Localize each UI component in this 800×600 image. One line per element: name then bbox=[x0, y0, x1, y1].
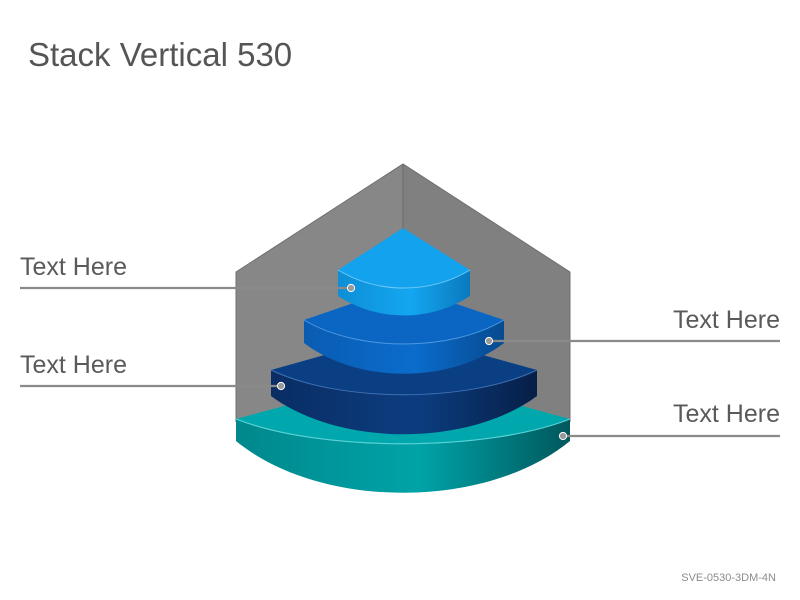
tier-4-edge bbox=[337, 269, 471, 289]
leader-dot-right-top bbox=[484, 336, 494, 346]
leader-dot-left-top bbox=[346, 283, 356, 293]
label-right-bottom[interactable]: Text Here bbox=[673, 400, 780, 428]
leader-dot-left-bottom bbox=[276, 381, 286, 391]
label-left-bottom[interactable]: Text Here bbox=[20, 351, 127, 379]
tier-1-side bbox=[236, 419, 570, 493]
tier-1-edge bbox=[235, 418, 571, 445]
tier-2-side bbox=[271, 370, 537, 435]
tier-3-side bbox=[304, 320, 504, 374]
page-title: Stack Vertical 530 bbox=[28, 36, 293, 73]
tier-2-edge bbox=[270, 369, 538, 396]
label-right-top[interactable]: Text Here bbox=[673, 306, 780, 334]
tier-3-edge bbox=[303, 319, 505, 345]
slide-code: SVE-0530-3DM-4N bbox=[681, 572, 776, 584]
tier-4-top bbox=[338, 228, 470, 288]
wall-outline bbox=[235, 163, 571, 422]
leader-dot-right-bottom bbox=[558, 431, 568, 441]
label-left-top[interactable]: Text Here bbox=[20, 253, 127, 281]
tier-4-side bbox=[338, 270, 470, 316]
